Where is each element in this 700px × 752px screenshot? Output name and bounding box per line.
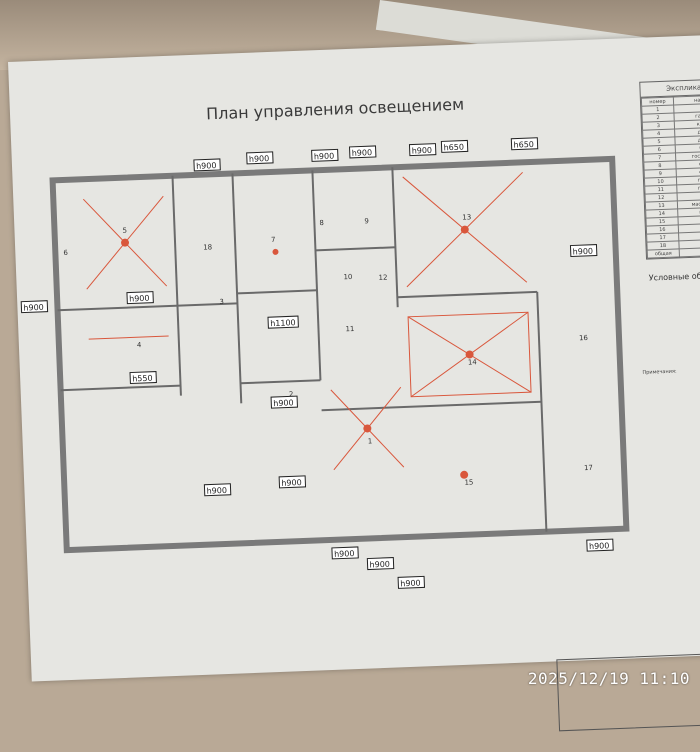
room-number: 18 <box>203 243 212 251</box>
height-tag: h900 <box>334 549 355 559</box>
room-numbers: 6 5 18 7 8 9 10 11 12 13 3 4 2 1 14 15 1… <box>63 213 593 486</box>
light-fixtures <box>121 225 474 479</box>
room-number: 2 <box>289 390 294 398</box>
height-tag: h900 <box>129 294 150 304</box>
drawing-sheet: План управления освещением <box>8 34 700 732</box>
title-block <box>556 651 700 732</box>
room-number: 14 <box>468 358 478 366</box>
room-number: 12 <box>378 274 387 282</box>
legend-title: Условные обозна <box>648 270 700 283</box>
photo-timestamp: 2025/12/19 11:10 <box>527 669 690 688</box>
height-tag: h650 <box>443 143 464 153</box>
height-tag: h900 <box>281 478 302 488</box>
height-tag: h900 <box>23 303 44 313</box>
room-number: 3 <box>219 298 224 306</box>
height-tag: h900 <box>206 486 227 496</box>
floor-plan: h900 h900 h900 h900 h900 h650 h650 h900 … <box>20 137 630 589</box>
height-tag: h900 <box>249 154 270 164</box>
room-number: 1 <box>368 437 373 445</box>
room-number: 11 <box>345 325 354 333</box>
room-number: 17 <box>584 464 593 472</box>
walls <box>49 155 630 554</box>
height-tags: h900 h900 h900 h900 h900 h650 h650 h900 … <box>20 137 614 589</box>
height-tag: h900 <box>573 247 594 257</box>
height-tag: h900 <box>412 146 433 156</box>
height-tag: h900 <box>196 161 217 171</box>
height-tag: h900 <box>352 148 373 158</box>
room-number: 15 <box>464 478 473 486</box>
partitions <box>57 167 548 532</box>
room-number: 6 <box>63 249 68 257</box>
room-number: 4 <box>137 341 142 349</box>
room-number: 13 <box>462 213 471 221</box>
height-tag: h900 <box>589 541 610 551</box>
room-number: 16 <box>579 334 589 342</box>
height-tag: h900 <box>400 579 421 589</box>
height-tag: h550 <box>132 374 153 384</box>
room-number: 8 <box>319 219 324 227</box>
height-tag: h1100 <box>270 318 296 328</box>
height-tag: h650 <box>513 140 534 150</box>
height-tag: h900 <box>273 398 294 408</box>
notes-title: Примечания: <box>642 368 677 376</box>
room-number: 5 <box>122 227 127 235</box>
height-tag: h900 <box>314 152 335 162</box>
room-number: 7 <box>271 236 276 244</box>
room-number: 9 <box>364 217 369 225</box>
room-number: 10 <box>343 273 352 281</box>
height-tag: h900 <box>369 560 390 570</box>
